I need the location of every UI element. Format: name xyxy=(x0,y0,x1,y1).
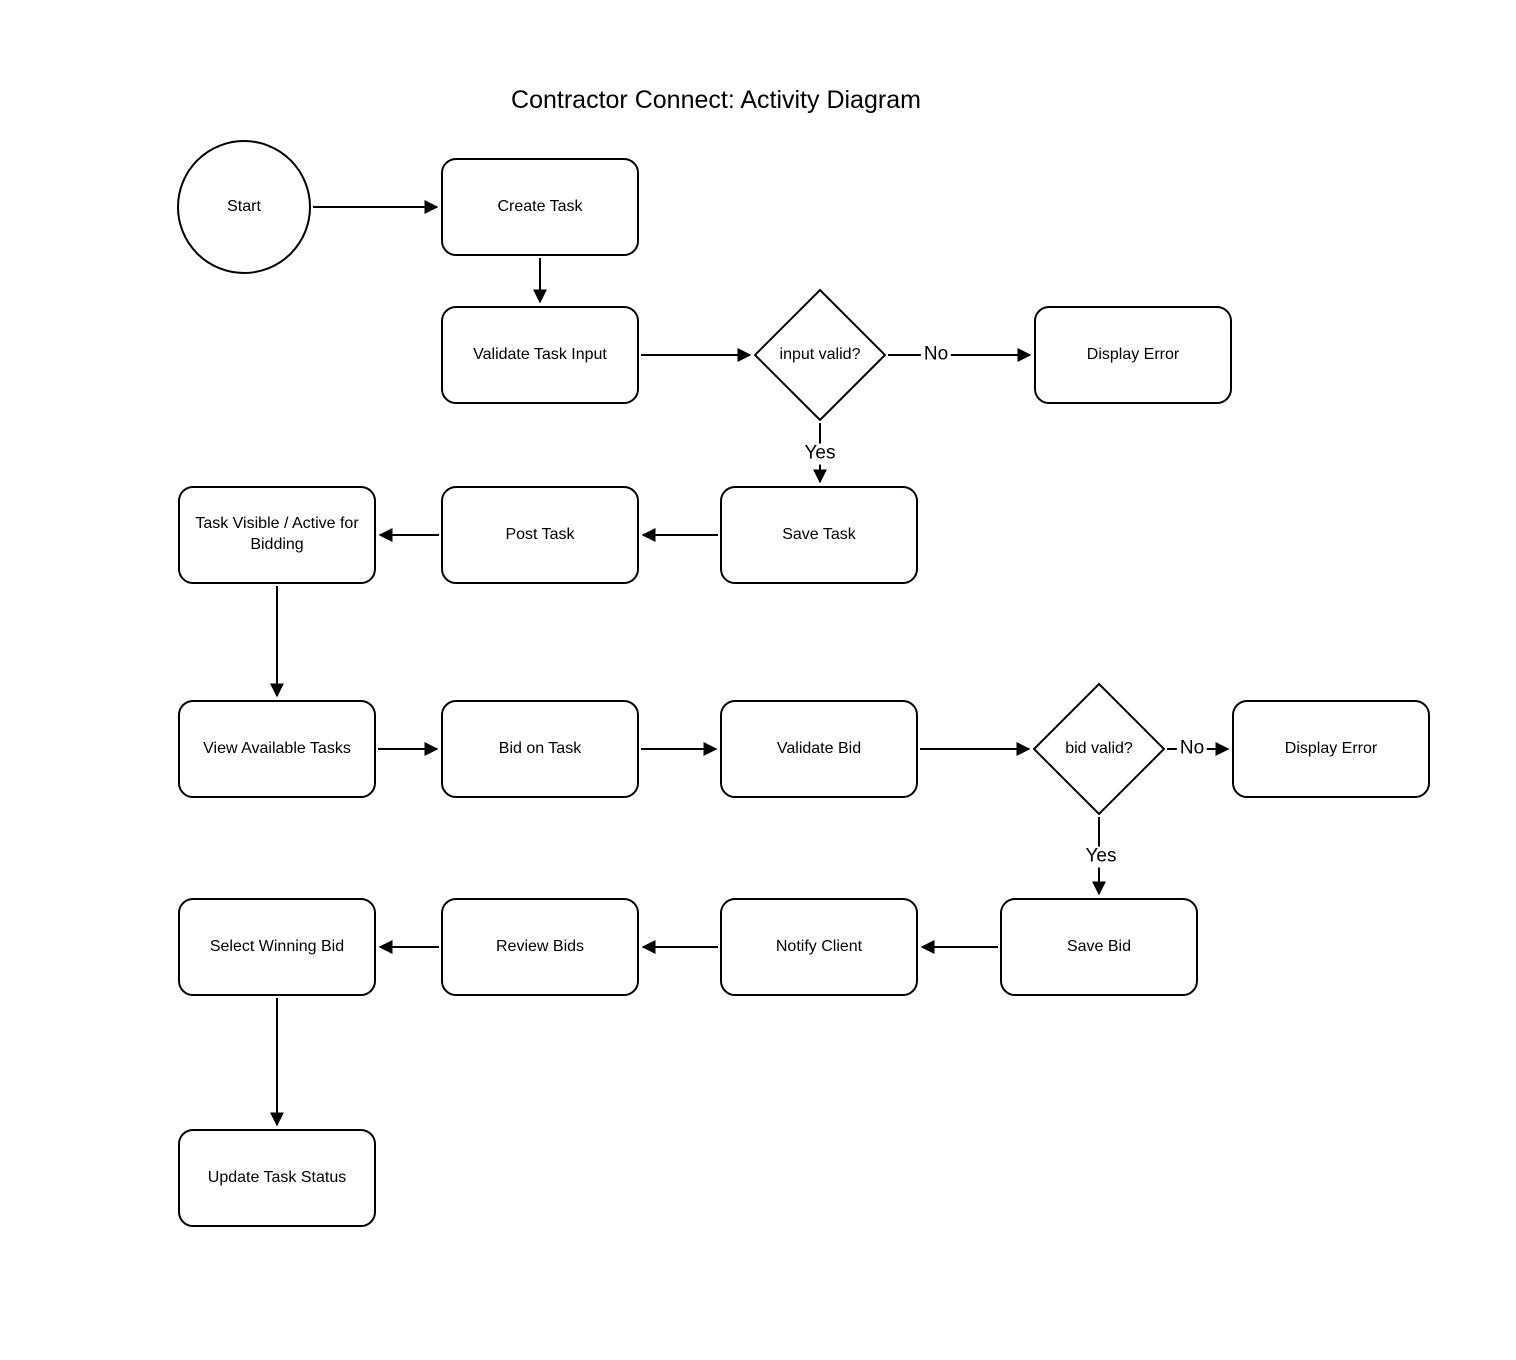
diagram-title: Contractor Connect: Activity Diagram xyxy=(511,86,921,114)
node-update-task-status-label: Update Task Status xyxy=(207,1168,347,1186)
node-review-bids: Review Bids xyxy=(441,898,639,996)
node-display-error-1: Display Error xyxy=(1034,306,1232,404)
node-save-bid: Save Bid xyxy=(1000,898,1198,996)
node-view-available-tasks-label: View Available Tasks xyxy=(203,739,351,757)
node-start: Start xyxy=(177,140,311,274)
node-post-task: Post Task xyxy=(441,486,639,584)
node-start-label: Start xyxy=(227,197,261,215)
node-review-bids-label: Review Bids xyxy=(495,937,585,955)
node-validate-task-input-label: Validate Task Input xyxy=(473,345,607,363)
node-decision-bid-valid-label: bid valid? xyxy=(1065,740,1133,757)
node-select-winning-bid: Select Winning Bid xyxy=(178,898,376,996)
node-notify-client-label: Notify Client xyxy=(775,937,863,955)
node-update-task-status: Update Task Status xyxy=(178,1129,376,1227)
node-save-task: Save Task xyxy=(720,486,918,584)
node-task-visible-active-label: Task Visible / Active for Bidding xyxy=(195,515,359,553)
node-bid-on-task-label: Bid on Task xyxy=(498,739,582,757)
diamond-shape xyxy=(754,289,886,421)
node-decision-bid-valid: bid valid? xyxy=(1033,683,1165,815)
node-display-error-2: Display Error xyxy=(1232,700,1430,798)
edge-label-no-input-valid: No xyxy=(920,344,952,366)
node-save-bid-label: Save Bid xyxy=(1066,937,1132,955)
node-validate-task-input: Validate Task Input xyxy=(441,306,639,404)
edge-label-yes-input-valid: Yes xyxy=(801,443,839,465)
node-display-error-2-label: Display Error xyxy=(1284,739,1378,757)
diamond-shape xyxy=(1033,683,1165,815)
edge-label-no-bid-valid: No xyxy=(1176,738,1208,760)
node-save-task-label: Save Task xyxy=(782,525,856,543)
node-create-task-label: Create Task xyxy=(497,197,583,215)
node-decision-input-valid-label: input valid? xyxy=(779,346,861,363)
node-decision-input-valid: input valid? xyxy=(754,289,886,421)
node-create-task: Create Task xyxy=(441,158,639,256)
node-validate-bid-label: Validate Bid xyxy=(776,739,862,757)
edge-label-yes-bid-valid: Yes xyxy=(1082,846,1120,868)
node-task-visible-active: Task Visible / Active for Bidding xyxy=(178,486,376,584)
node-notify-client: Notify Client xyxy=(720,898,918,996)
node-select-winning-bid-label: Select Winning Bid xyxy=(209,937,345,955)
node-post-task-label: Post Task xyxy=(505,525,575,543)
node-validate-bid: Validate Bid xyxy=(720,700,918,798)
node-display-error-1-label: Display Error xyxy=(1086,345,1180,363)
node-view-available-tasks: View Available Tasks xyxy=(178,700,376,798)
node-bid-on-task: Bid on Task xyxy=(441,700,639,798)
